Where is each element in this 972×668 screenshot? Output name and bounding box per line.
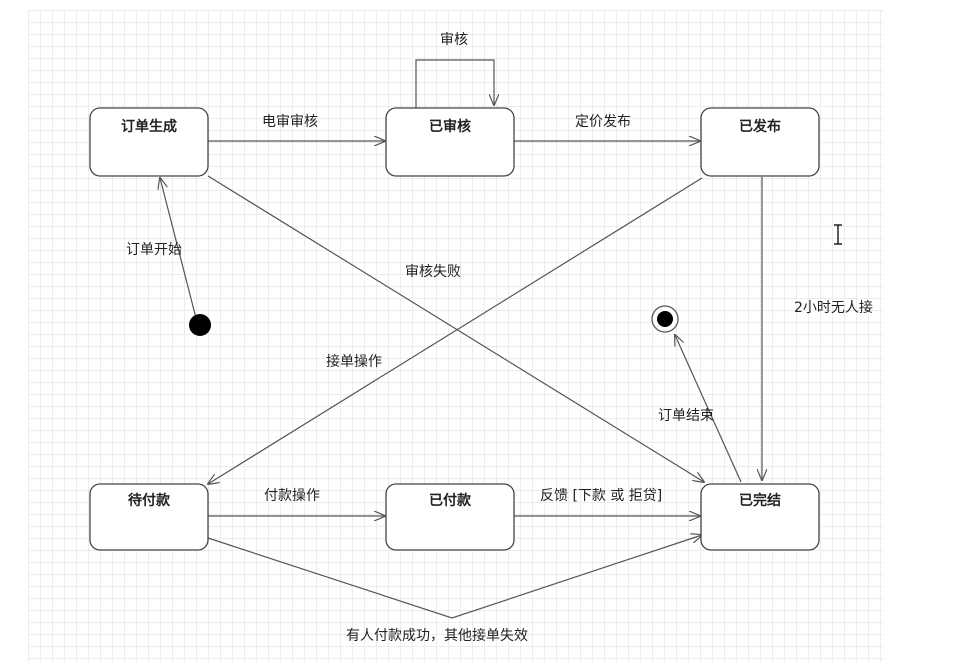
label-feedback: 反馈 [下款 或 拒贷] — [540, 488, 662, 504]
label-paid-others-fail: 有人付款成功，其他接单失效 — [346, 627, 528, 644]
label-order-end: 订单结束 — [658, 408, 714, 424]
edge-review-failed — [207, 175, 704, 482]
label-self-review: 审核 — [440, 32, 468, 48]
label-accept-order: 接单操作 — [326, 353, 382, 370]
label-pricing-publish: 定价发布 — [575, 114, 631, 130]
initial-state-dot — [189, 314, 211, 336]
edge-paid-others-fail — [207, 535, 702, 619]
state-published[interactable]: 已发布 — [700, 107, 820, 177]
state-pending-payment[interactable]: 待付款 — [89, 483, 209, 551]
state-paid[interactable]: 已付款 — [385, 483, 515, 551]
edge-self-review — [415, 59, 494, 108]
edge-order-start — [160, 178, 197, 319]
label-review-failed: 审核失败 — [405, 264, 461, 280]
label-order-start: 订单开始 — [126, 242, 182, 258]
state-reviewed[interactable]: 已审核 — [385, 107, 515, 177]
label-phone-review: 电审审核 — [262, 114, 318, 130]
label-payment-action: 付款操作 — [264, 488, 320, 504]
edge-order-end — [675, 335, 742, 483]
edge-accept-order — [208, 177, 703, 484]
state-order-created[interactable]: 订单生成 — [89, 107, 209, 177]
state-label: 已审核 — [429, 118, 471, 135]
state-completed[interactable]: 已完结 — [700, 483, 820, 551]
text-cursor-icon — [834, 224, 842, 245]
label-no-taker: 2小时无人接 — [794, 299, 873, 316]
state-label: 订单生成 — [121, 118, 177, 135]
state-label: 已完结 — [739, 492, 781, 509]
state-label: 待付款 — [128, 492, 171, 509]
state-label: 已付款 — [429, 492, 472, 509]
state-label: 已发布 — [739, 118, 781, 135]
final-state-dot — [657, 311, 673, 327]
